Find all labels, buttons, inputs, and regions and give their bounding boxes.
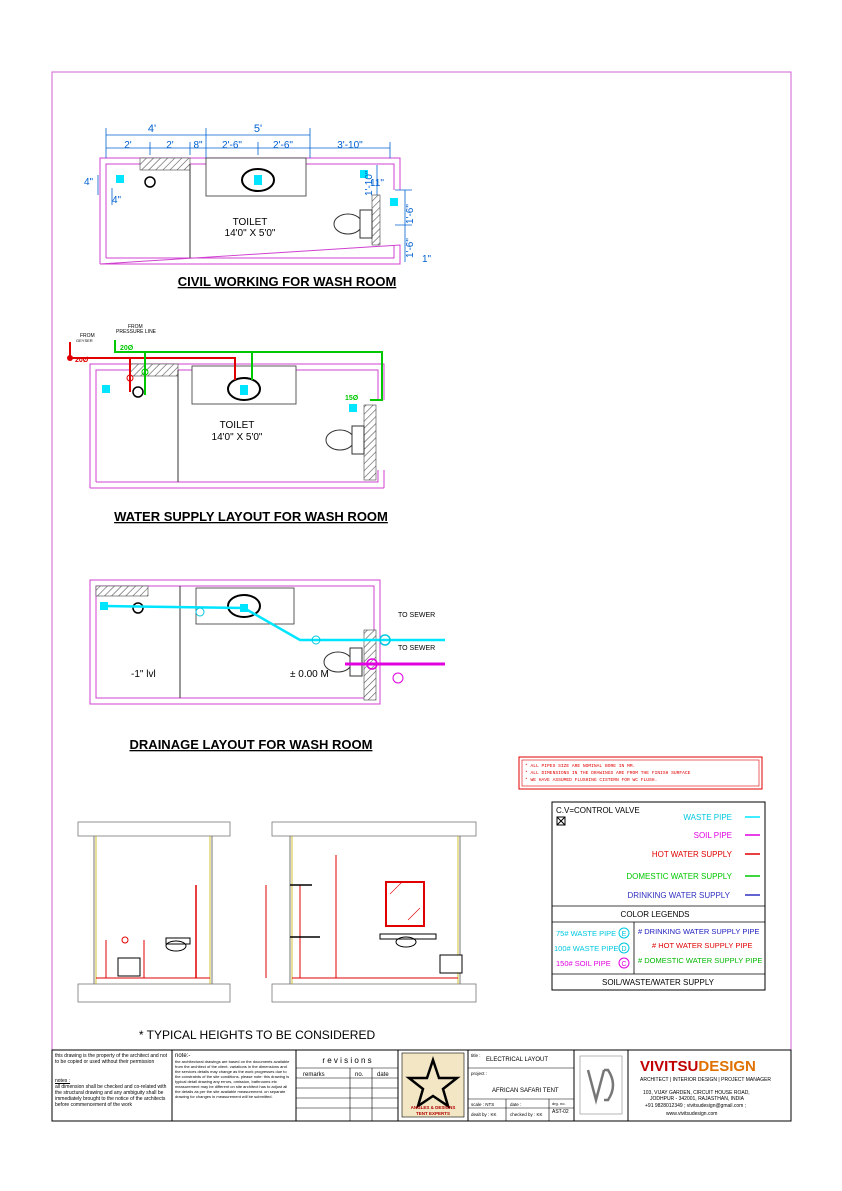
civil-room-size: 14'0" X 5'0" (225, 228, 276, 239)
dim-1ft10: 1'-10" (364, 170, 375, 196)
dim-2ft-b: 2' (166, 140, 174, 151)
dim-5ft: 5' (254, 123, 262, 135)
legend-waste: WASTE PIPE (683, 813, 732, 822)
legend: C.V=CONTROL VALVE WASTE PIPE SOIL PIPE H… (551, 801, 766, 991)
dim-1in: 1" (422, 254, 432, 265)
dim-1ft6-b: 1'-6" (405, 238, 416, 258)
date: date : (510, 1102, 521, 1107)
legend-domestic-pipe: # DOMESTIC WATER SUPPLY PIPE (638, 956, 762, 965)
checked-by: checked by : KK (510, 1112, 543, 1117)
level-1: -1" lvl (131, 669, 156, 680)
drg-no: AST-02 (552, 1109, 569, 1115)
from-geyser-2: GEYSER (76, 338, 93, 343)
typical-heights-note: * TYPICAL HEIGHTS TO BE CONSIDERED (139, 1028, 376, 1042)
note-body: the architectural drawings are based on … (175, 1059, 290, 1099)
property-note: this drawing is the property of the arch… (55, 1053, 168, 1065)
firm-sub: ARCHITECT | INTERIOR DESIGN | PROJECT MA… (640, 1077, 771, 1083)
dim-2ft6-b: 2'-6" (273, 140, 293, 151)
firm-contact: +91 9828012349 ; vivitsudesign@gmail.com… (645, 1103, 746, 1109)
title-block: r e v i s i o n s remarks no. date ANGLE… (51, 1049, 792, 1122)
legend-100-waste: 100# WASTE PIPE (554, 944, 618, 953)
dim-2ft-a: 2' (124, 140, 132, 151)
tag-e: E (622, 931, 627, 938)
tag-d: D (621, 946, 626, 953)
notes-box: notes : all dimension shall be checked a… (55, 1078, 169, 1108)
revisions-heading: r e v i s i o n s (322, 1056, 371, 1065)
water-supply-plan: FROM GEYSER FROM PRESSURE LINE 20Ø 20Ø 1… (67, 324, 385, 489)
dim-4ft: 4' (148, 123, 156, 135)
dim-2ft6-a: 2'-6" (222, 140, 242, 151)
rev-col-remarks: remarks (303, 1072, 325, 1078)
note-red-3: * WE HAVE ASSUMED FLUSHING CISTERN FOR W… (525, 777, 657, 783)
dim-left-4in-b: 4" (112, 195, 122, 206)
drg-no-label: drg. no. (552, 1101, 566, 1106)
dim-3ft10: 3'-10" (337, 140, 363, 151)
dim-left-4in-a: 4" (84, 177, 94, 188)
water-room-label: TOILET (220, 420, 255, 431)
logo-text-2: TENT EXPERTS (416, 1111, 450, 1116)
rev-col-date: date (377, 1072, 389, 1078)
to-sewer-2: TO SEWER (398, 645, 435, 652)
legend-hot: HOT WATER SUPPLY (652, 850, 733, 859)
pipe-20-dws: 20Ø (120, 345, 134, 352)
legend-75-waste: 75# WASTE PIPE (556, 929, 616, 938)
firm-name-b: DESIGN (698, 1058, 756, 1075)
pipe-20-hot: 20Ø (75, 357, 89, 364)
elevation-right (265, 821, 477, 1003)
legend-drinking: DRINKING WATER SUPPLY (627, 891, 730, 900)
firm-web: www.vivitsudesign.com (666, 1111, 717, 1117)
firm-name: VIVITSUDESIGN (640, 1058, 756, 1075)
from-pressure-1: FROM (128, 324, 143, 330)
legend-drinking-pipe: # DRINKING WATER SUPPLY PIPE (638, 927, 759, 936)
red-notes-box: * ALL PIPES SIZE ARE NOMINAL BORE IN MM.… (518, 756, 763, 790)
rev-col-no: no. (355, 1072, 364, 1078)
elevation-left (77, 821, 231, 1003)
from-pressure-2: PRESSURE LINE (116, 329, 157, 335)
title-civil: CIVIL WORKING FOR WASH ROOM (178, 274, 397, 289)
civil-room-label: TOILET (233, 217, 268, 228)
legend-150-soil: 150# SOIL PIPE (556, 959, 611, 968)
level-2: ± 0.00 M (290, 669, 329, 680)
note-box: note:- the architectural drawings are ba… (175, 1053, 293, 1119)
scale: scale : NTS (471, 1102, 494, 1107)
legend-footer: SOIL/WASTE/WATER SUPPLY (602, 978, 715, 987)
star-logo-icon (405, 1056, 461, 1109)
legend-domestic: DOMESTIC WATER SUPPLY (626, 872, 732, 881)
dealt-by: dealt by : KK (471, 1112, 497, 1117)
project-label: project : (471, 1071, 487, 1076)
title-label: title : (471, 1053, 481, 1058)
legend-hot-pipe: # HOT WATER SUPPLY PIPE (652, 941, 752, 950)
project-value: AFRICAN SAFARI TENT (492, 1088, 559, 1094)
firm-addr-1: 103, VIJAY GARDEN, CIRCUIT HOUSE ROAD, (643, 1090, 750, 1096)
notes-body: all dimension shall be checked and co-re… (55, 1084, 167, 1108)
dim-8in: 8" (193, 140, 203, 151)
vd-logo-icon (579, 1055, 623, 1115)
from-geyser-1: FROM (80, 333, 95, 339)
property-note-box: this drawing is the property of the arch… (55, 1053, 169, 1065)
logo-text-1: ANGLES & DESIGNS (411, 1105, 456, 1110)
cv-label: C.V=CONTROL VALVE (556, 806, 640, 815)
to-sewer-1: TO SEWER (398, 612, 435, 619)
pipe-15: 15Ø (345, 395, 359, 402)
firm-addr-2: JODHPUR - 342001, RAJASTHAN, INDIA (650, 1096, 745, 1102)
water-room-size: 14'0" X 5'0" (212, 432, 263, 443)
title-drainage: DRAINAGE LAYOUT FOR WASH ROOM (130, 737, 373, 752)
note-head: note:- (175, 1053, 191, 1059)
notes-head: notes : (55, 1078, 71, 1084)
dim-1ft6-a: 1'-6" (405, 204, 416, 224)
legend-heading: COLOR LEGENDS (621, 910, 690, 919)
title-water-supply: WATER SUPPLY LAYOUT FOR WASH ROOM (114, 509, 388, 524)
title-value: ELECTRICAL LAYOUT (486, 1057, 548, 1063)
tag-c: C (621, 961, 626, 968)
note-red-2: * ALL DIMENSIONS IN THE DRAWINGS ARE FRO… (525, 770, 691, 776)
drainage-plan: TO SEWER TO SEWER -1" lvl ± 0.00 M (89, 579, 445, 705)
firm-name-a: VIVITSU (640, 1058, 698, 1075)
legend-soil: SOIL PIPE (694, 831, 732, 840)
note-red-1: * ALL PIPES SIZE ARE NOMINAL BORE IN MM. (525, 763, 635, 769)
civil-plan: 4' 5' 2' 2' 8" 2'-6" 2'-6" 3'-10" 4" 4" … (84, 123, 432, 265)
dim-11in: 11" (370, 178, 384, 189)
